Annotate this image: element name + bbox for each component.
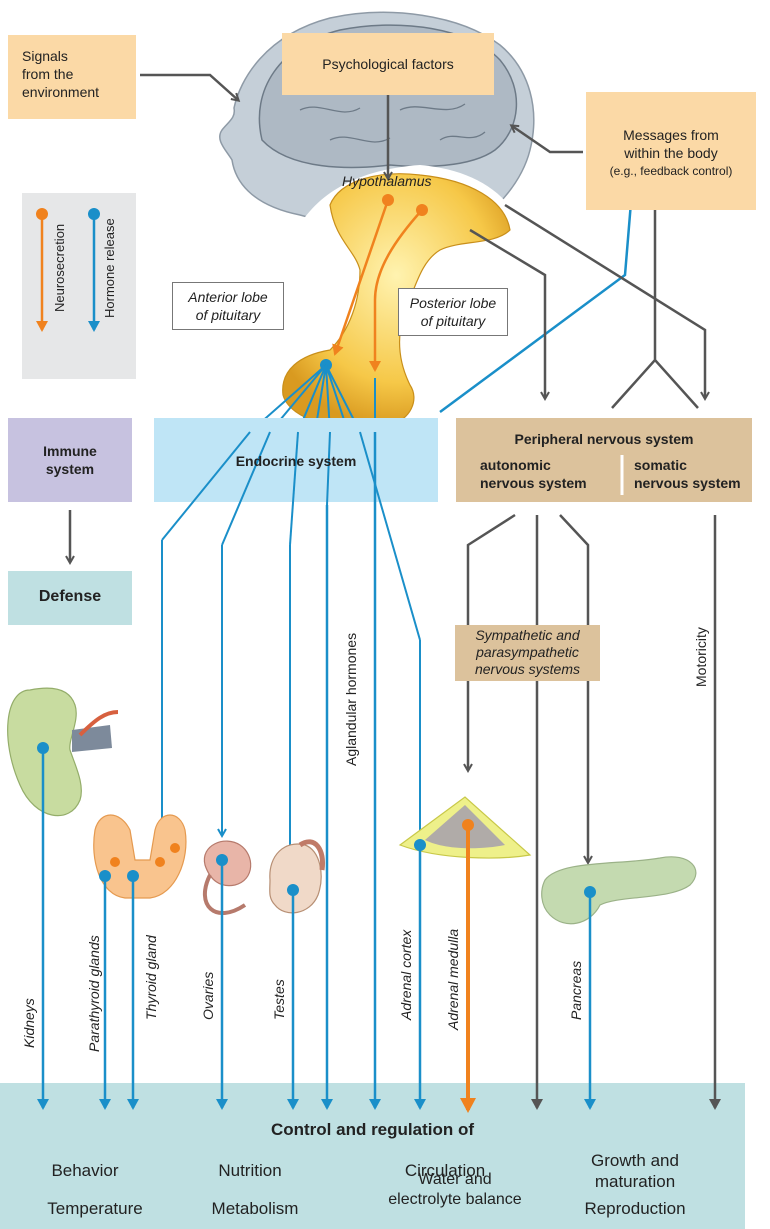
thyroid-label: Thyroid gland [143,935,159,1020]
aglandular-hormones-label: Aglandular hormones [343,633,359,766]
metabolism-label: Metabolism [185,1198,325,1219]
sympathetic-label: Sympathetic and parasympathetic nervous … [455,627,600,678]
motoricity-label: Motoricity [693,627,709,687]
signals-box: Signals from the environment [8,35,136,119]
kidneys-label: Kidneys [21,998,37,1048]
control-title: Control and regulation of [0,1120,745,1140]
peripheral-title: Peripheral nervous system [456,430,752,448]
behavior-label: Behavior [20,1160,150,1181]
pancreas-shape [542,857,696,924]
testis-shape [270,844,321,913]
parathyroid-label: Parathyroid glands [86,935,102,1052]
water-label: Water and electrolyte balance [370,1170,540,1210]
immune-system-label: Immune system [8,442,132,478]
anterior-lobe-callout: Anterior lobe of pituitary [172,282,284,330]
thyroid-shape [94,815,186,898]
legend-hormone-release: Hormone release [102,218,117,318]
temperature-label: Temperature [20,1198,170,1219]
adrenal-medulla-label: Adrenal medulla [445,929,461,1030]
pancreas-label: Pancreas [568,961,584,1020]
growth-label: Growth and maturation [565,1150,705,1192]
ovary-shape [204,841,250,886]
testes-label: Testes [271,979,287,1020]
psychological-factors-box: Psychological factors [282,33,494,95]
messages-line3: (e.g., feedback control) [586,162,756,180]
adrenal-cortex-label: Adrenal cortex [398,930,414,1020]
messages-box: Messages from within the body (e.g., fee… [586,92,756,210]
nutrition-label: Nutrition [185,1160,315,1181]
somatic-label: somatic nervous system [634,456,741,492]
autonomic-label: autonomic nervous system [480,456,587,492]
legend-neurosecretion: Neurosecretion [52,224,67,312]
posterior-lobe-callout: Posterior lobe of pituitary [398,288,508,336]
hypothalamus-label: Hypothalamus [342,172,432,190]
defense-label: Defense [8,588,132,606]
endocrine-system-label: Endocrine system [154,452,438,470]
ovaries-label: Ovaries [200,972,216,1020]
reproduction-label: Reproduction [565,1198,705,1219]
legend-panel [22,193,136,379]
messages-line1: Messages from [586,126,756,144]
messages-line2: within the body [586,144,756,162]
